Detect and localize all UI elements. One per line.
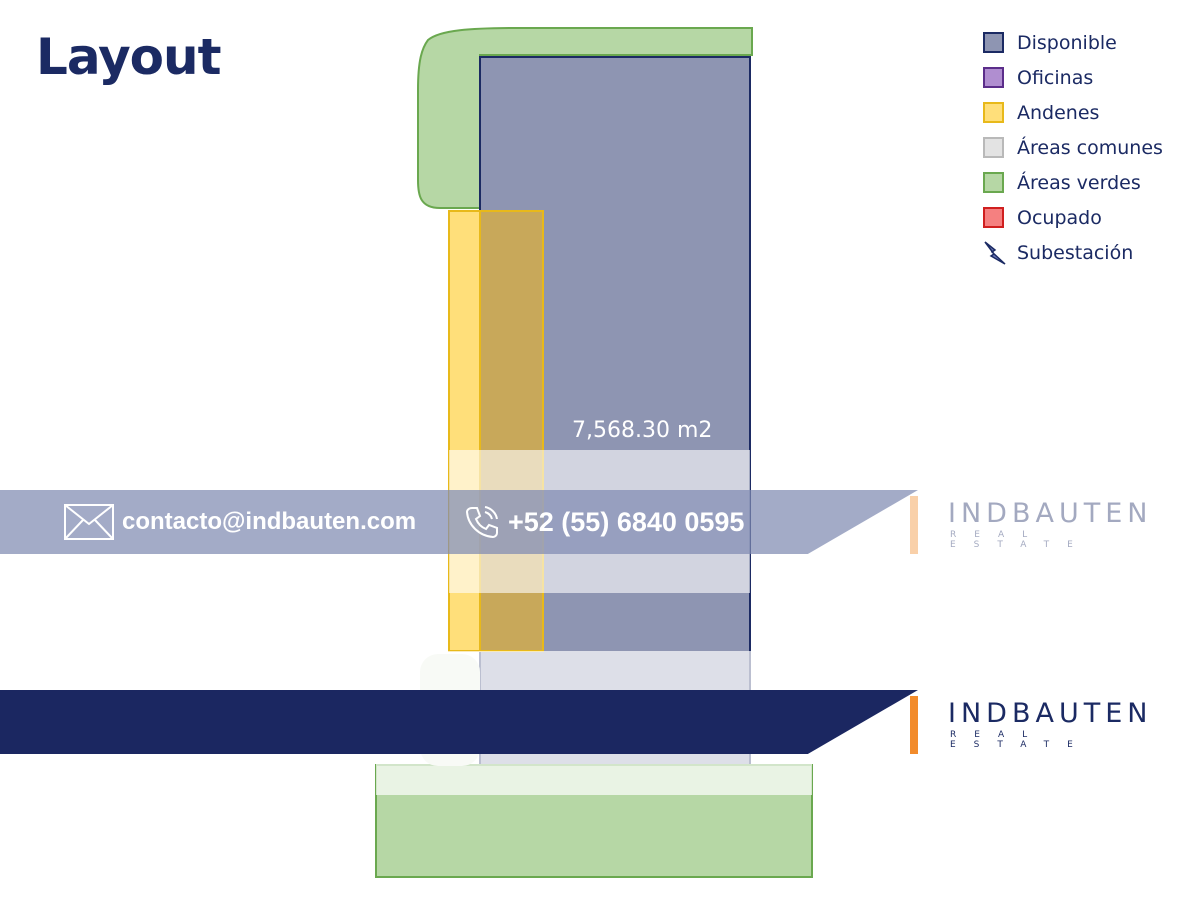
legend-label: Áreas verdes	[1017, 171, 1141, 194]
contact-band	[0, 490, 918, 554]
legend-label: Áreas comunes	[1017, 136, 1163, 159]
legend-label: Oficinas	[1017, 66, 1094, 89]
logo-upper: INDBAUTEN REAL ESTATE	[910, 492, 1190, 556]
legend-item: Áreas verdes	[983, 165, 1163, 200]
legend-label: Ocupado	[1017, 206, 1102, 229]
email-text: contacto@indbauten.com	[122, 508, 417, 535]
legend-item: Andenes	[983, 95, 1163, 130]
envelope-icon	[64, 504, 114, 540]
legend-label: Andenes	[1017, 101, 1100, 124]
logo-word: INDBAUTEN	[948, 498, 1153, 529]
legend-item: Áreas comunes	[983, 130, 1163, 165]
contact-email[interactable]: contacto@indbauten.com	[64, 502, 416, 542]
legend-swatch	[983, 67, 1004, 88]
logo-accent-bar	[910, 696, 918, 754]
lightning-bolt-icon	[984, 240, 1006, 265]
legend-item: Ocupado	[983, 200, 1163, 235]
legend-swatch	[983, 137, 1004, 158]
phone-text: +52 (55) 6840 0595	[508, 506, 745, 537]
legend-swatch	[983, 102, 1004, 123]
page-title: Layout	[36, 28, 222, 86]
legend-item: Disponible	[983, 25, 1163, 60]
area-label: 7,568.30 m2	[572, 418, 713, 443]
green-area-top	[417, 27, 753, 209]
logo-sub: REAL ESTATE	[950, 730, 1091, 750]
contact-phone[interactable]: +52 (55) 6840 0595	[464, 502, 744, 542]
legend-label: Subestación	[1017, 241, 1134, 264]
logo-sub: REAL ESTATE	[950, 530, 1091, 550]
logo-accent-bar	[910, 496, 918, 554]
legend-swatch	[983, 32, 1004, 53]
legend-swatch	[983, 207, 1004, 228]
dark-band	[0, 690, 918, 754]
legend-item: Subestación	[983, 235, 1163, 270]
phone-icon	[465, 506, 498, 539]
legend-item: Oficinas	[983, 60, 1163, 95]
logo-lower: INDBAUTEN REAL ESTATE	[910, 692, 1190, 756]
legend-swatch	[983, 172, 1004, 193]
logo-word: INDBAUTEN	[948, 698, 1153, 729]
legend-label: Disponible	[1017, 31, 1117, 54]
